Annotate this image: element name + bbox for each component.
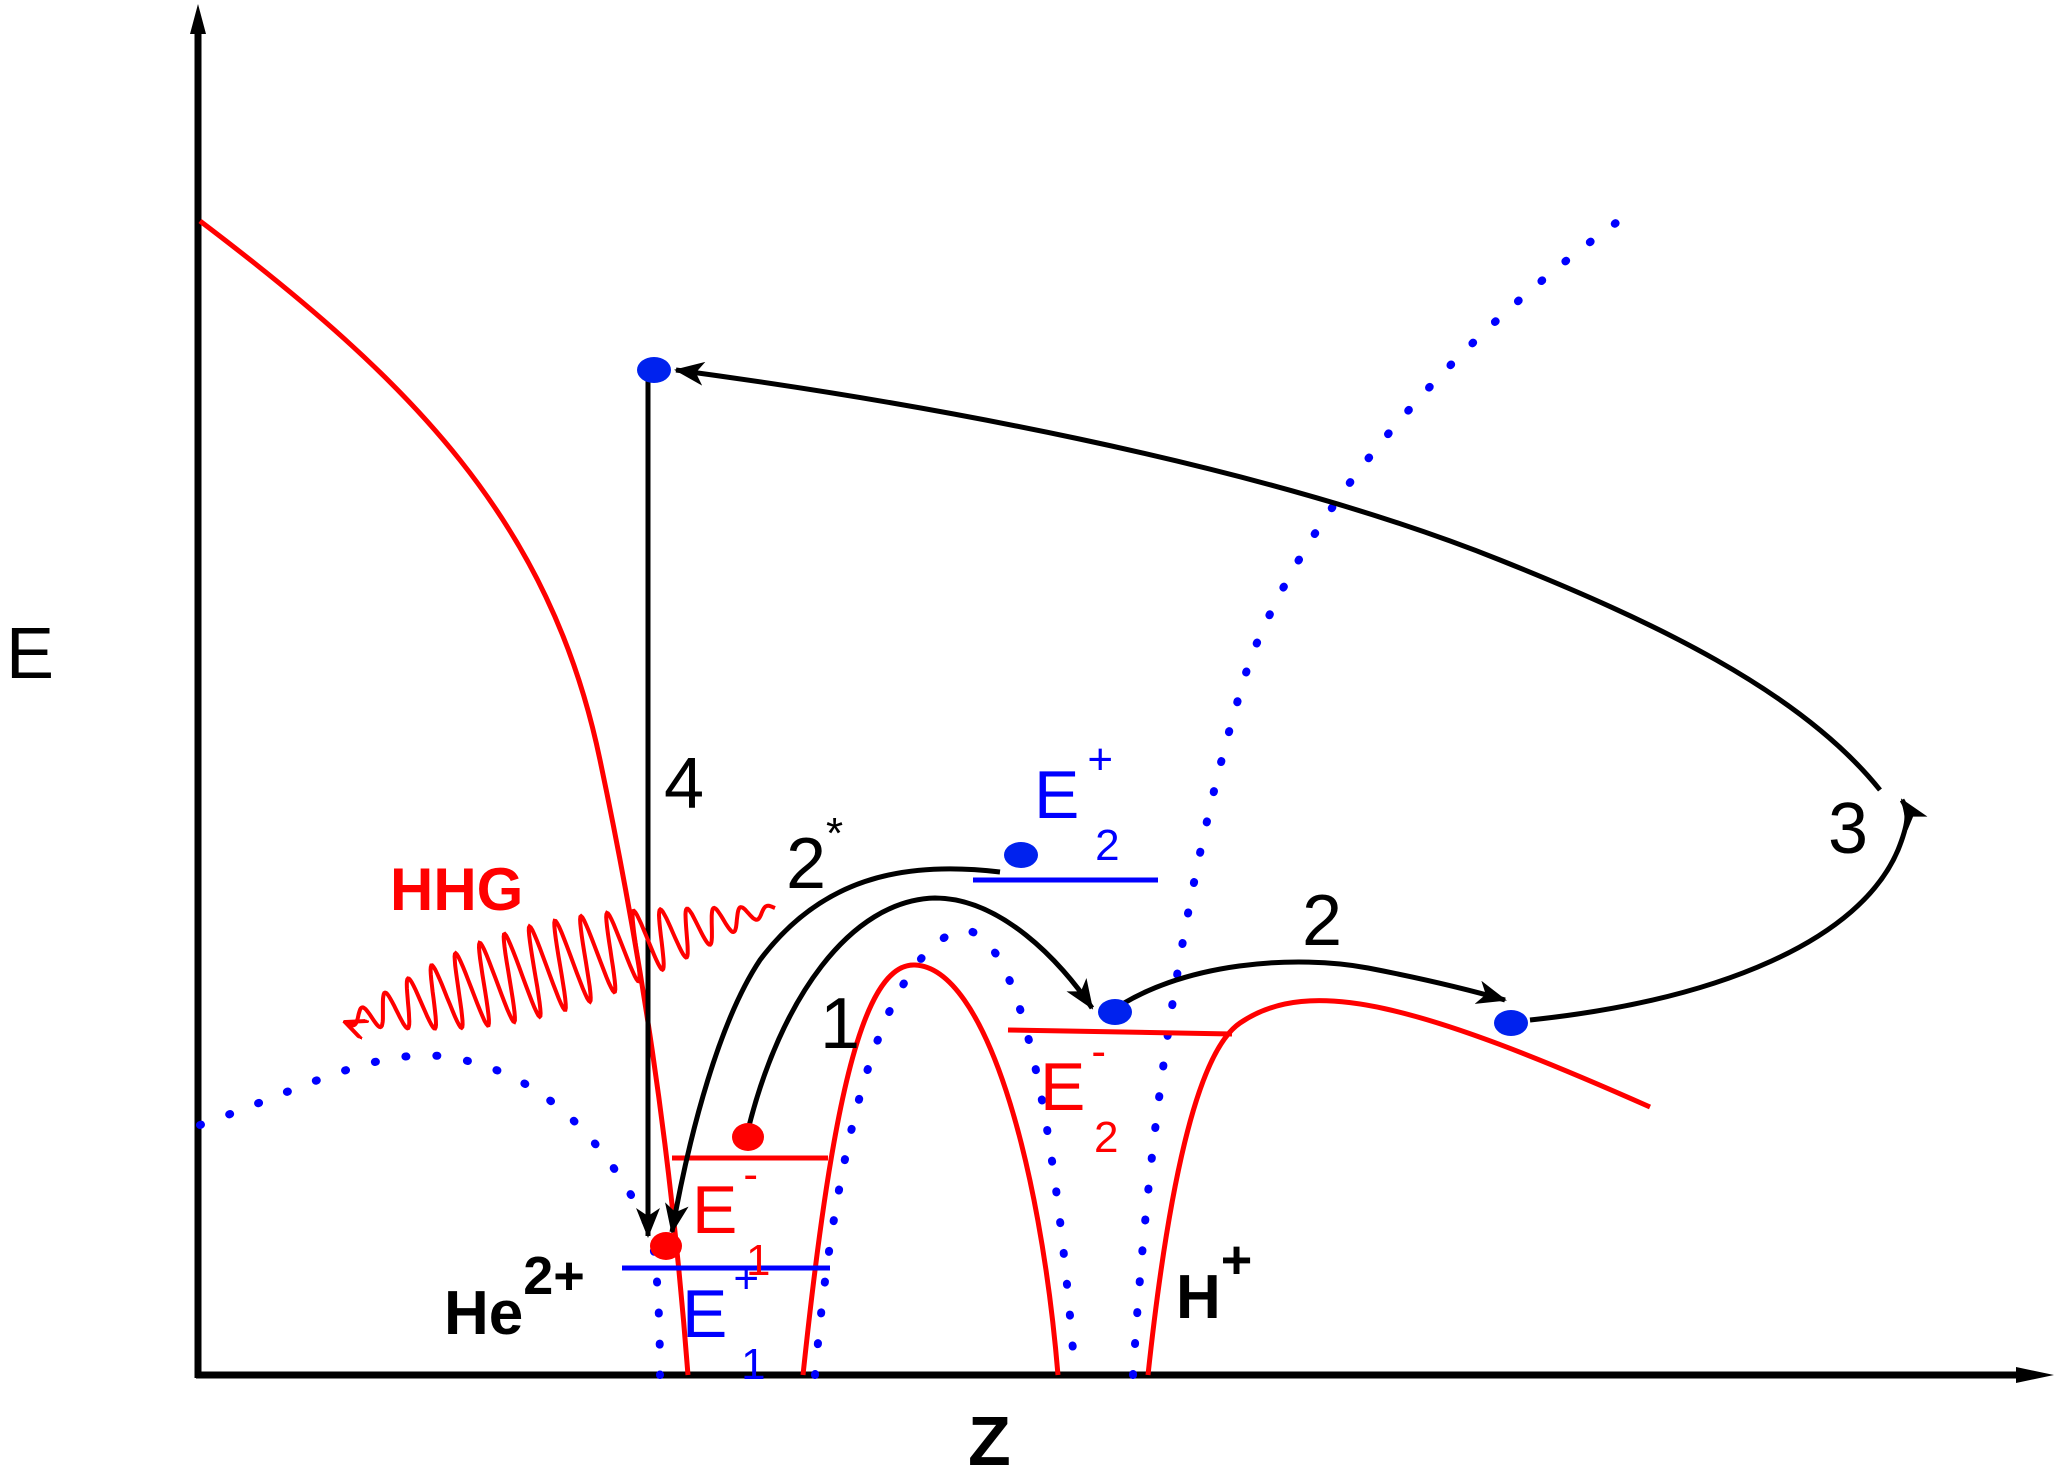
level-e2-minus-label: E-2 (1040, 1027, 1119, 1162)
arrow-step-3-return (674, 361, 1882, 792)
y-axis-arrowhead (190, 4, 206, 34)
electron-dot-right-blue (1494, 1010, 1528, 1036)
x-axis-arrowhead (2016, 1367, 2054, 1383)
arrow-step-2 (1104, 959, 1507, 1018)
he-nucleus-label: He2+ (444, 1246, 585, 1348)
level-e2-plus-label: E+2 (1034, 735, 1120, 870)
arrow-step-3-up (1529, 798, 1928, 1023)
electron-dot-e2-plus-blue (1004, 842, 1038, 868)
arrow-step-2-star (665, 866, 1001, 1234)
step-2-star-label: 2* (786, 809, 843, 904)
electron-dot-e2-minus-blue (1098, 999, 1132, 1025)
electron-dot-top-blue (637, 357, 671, 383)
electron-dot-e1-plus-red (650, 1232, 682, 1260)
blue-potential-right (1129, 216, 1624, 1379)
hhg-emission-wave (345, 903, 776, 1029)
step-4-label: 4 (664, 744, 704, 824)
level-e1-minus-label: E-1 (692, 1150, 771, 1285)
blue-potential-left (196, 1051, 664, 1379)
y-axis-label: E (6, 614, 54, 694)
red-potential-left (198, 219, 691, 1376)
red-potential-well-2-right (1145, 998, 1652, 1376)
arrow-step-1 (745, 895, 1095, 1131)
hhg-label: HHG (390, 856, 523, 923)
step-3-label: 3 (1828, 789, 1868, 869)
h-nucleus-label: H+ (1176, 1230, 1252, 1332)
electron-dot-e1-minus-red (732, 1123, 764, 1151)
level-e2-minus-line (1007, 1027, 1233, 1037)
step-1-label: 1 (820, 984, 860, 1064)
step-2-label: 2 (1302, 881, 1342, 961)
level-e1-plus-label: E+1 (682, 1254, 766, 1389)
red-potential-well-1-right (800, 962, 1061, 1376)
x-axis-label: Z (968, 1402, 1011, 1467)
